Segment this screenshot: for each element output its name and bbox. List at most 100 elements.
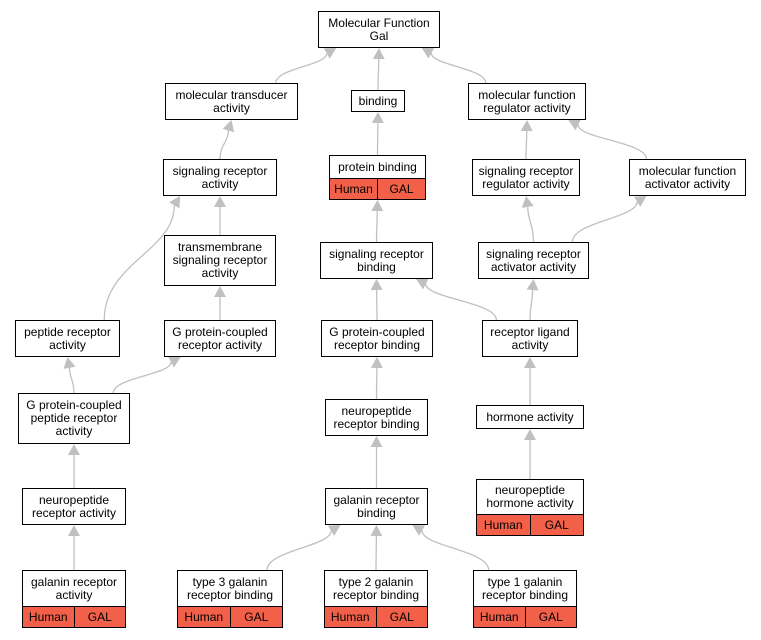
edge-sr_binding-to-protein_binding [375,210,378,243]
edge-signaling_receptor_activity-to-transducer [219,130,230,160]
go-term-label: G protein-coupled receptor activity [172,324,268,352]
go-term-receptor-ligand[interactable]: receptor ligand activity [482,320,578,357]
arrowhead [327,525,341,536]
go-term-transducer[interactable]: molecular transducer activity [165,83,298,120]
go-term-label: galanin receptor binding [333,492,420,520]
edge-regulator-to-root [430,53,487,84]
arrowhead [370,436,383,447]
go-term-label: hormone activity [486,409,574,424]
edge-binding-to-root [377,58,380,91]
go-term-regulator[interactable]: molecular function regulator activity [468,83,586,120]
edge-type1-to-galanin_receptor_binding [421,530,490,571]
arrowhead [521,196,534,208]
go-term-label: G protein-coupled peptide receptor activ… [26,398,122,438]
edge-gpc_peptide_receptor-to-peptide_receptor [68,367,75,394]
arrowhead [168,356,181,368]
go-term-hormone[interactable]: hormone activity [476,405,584,429]
go-term-label: transmembrane signaling receptor activit… [172,240,268,280]
arrowhead [520,120,533,132]
go-term-transmembrane[interactable]: transmembrane signaling receptor activit… [164,235,276,286]
go-term-sr-activator[interactable]: signaling receptor activator activity [478,242,589,279]
arrowhead [370,279,383,291]
go-term-signaling-receptor-activity[interactable]: signaling receptor activity [163,159,277,196]
go-term-label: peptide receptor activity [24,324,111,352]
edge-transducer-to-root [275,53,328,84]
go-term-label: protein binding [338,159,417,174]
arrowhead [323,48,337,59]
gene-tag: GAL [229,607,283,627]
edge-type3-to-galanin_receptor_binding [266,530,332,571]
go-term-galanin-receptor-binding[interactable]: galanin receptor binding [325,488,428,525]
go-term-np-receptor-activity[interactable]: neuropeptide receptor activity [22,488,126,525]
go-term-label: type 1 galanin receptor binding [481,574,569,602]
arrowhead [416,278,429,290]
annotation-tags: Human GAL [178,606,282,627]
go-term-np-receptor-binding[interactable]: neuropeptide receptor binding [325,399,428,436]
go-term-label: signaling receptor binding [329,246,424,274]
go-term-sr-binding[interactable]: signaling receptor binding [320,242,433,279]
go-term-label: G protein-coupled receptor binding [329,324,425,352]
arrowhead [214,286,226,297]
go-term-label: neuropeptide receptor activity [31,492,117,520]
go-term-label: signaling receptor regulator activity [478,163,574,191]
gene-tag: GAL [375,607,428,627]
species-tag: Human [330,610,370,624]
go-term-gpcr-activity[interactable]: G protein-coupled receptor activity [164,320,276,357]
go-term-label: neuropeptide hormone activity [486,483,574,510]
arrowhead [371,112,384,124]
arrowhead [412,525,426,536]
go-term-sr-regulator[interactable]: signaling receptor regulator activity [472,159,580,196]
go-term-label: molecular transducer activity [175,87,288,115]
edge-receptor_ligand-to-sr_binding [425,283,498,321]
go-term-gpc-peptide-receptor[interactable]: G protein-coupled peptide receptor activ… [18,393,130,444]
edge-mf_activator-to-regulator [577,124,648,160]
go-term-mf-activator[interactable]: molecular function activator activity [629,159,746,196]
annotation-tags: Human GAL [23,606,125,627]
gene-tag: GAL [377,179,425,199]
arrowhead [634,196,647,207]
go-term-label: neuropeptide receptor binding [333,403,420,431]
edge-receptor_ligand-to-sr_activator [529,289,534,321]
arrowhead [371,200,384,212]
arrowhead [370,357,383,369]
go-term-label: receptor ligand activity [490,324,570,352]
gene-tag: GAL [524,607,577,627]
arrowhead [372,48,385,60]
go-term-label: Molecular Function Gal [328,15,430,43]
species-tag: Human [483,518,523,532]
arrowhead [421,48,435,59]
go-term-gpcr-binding[interactable]: G protein-coupled receptor binding [321,320,433,357]
arrowhead [524,429,536,440]
species-tag: Human [479,610,519,624]
species-tag: Human [28,610,68,624]
arrowhead [526,279,539,291]
arrowhead [524,357,536,368]
arrowhead [68,525,80,536]
arrowhead [568,119,581,131]
edge-sr_regulator-to-regulator [525,130,528,160]
go-term-root[interactable]: Molecular Function Gal [318,11,440,48]
species-tag: Human [184,610,224,624]
go-term-label: galanin receptor activity [30,574,118,602]
go-term-label: signaling receptor activity [172,163,268,191]
go-term-label: type 3 galanin receptor binding [186,574,274,602]
arrowhead [68,444,80,455]
go-term-label: signaling receptor activator activity [486,246,581,274]
gene-tag: GAL [73,607,126,627]
edge-peptide_receptor-to-signaling_receptor_activity [103,205,176,321]
annotation-tags: Human GAL [474,606,576,627]
annotation-tags: Human GAL [325,606,427,627]
go-term-binding[interactable]: binding [351,90,405,112]
edge-sr_activator-to-sr_regulator [527,206,535,243]
arrowhead [370,525,383,537]
go-term-peptide-receptor[interactable]: peptide receptor activity [15,320,120,357]
